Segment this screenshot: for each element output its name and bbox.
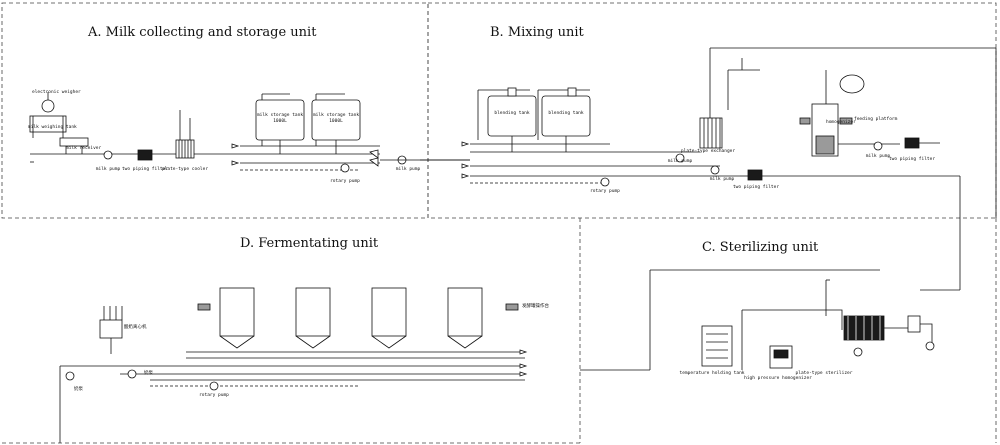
d-left-platform-icon — [197, 303, 211, 311]
unit-d-title: D. Fermentating unit — [240, 236, 379, 251]
label-rotary-pump-a: rotary pump — [330, 179, 360, 184]
label-plate-type-sterilizer: plate-type sterilizer — [795, 371, 853, 376]
milk-pump-b2-icon — [710, 165, 720, 175]
label-d-right: 发酵罐操作台 — [522, 304, 549, 309]
label-storage-tank-2-capacity: 1000L — [329, 119, 343, 124]
unit-b-equipment — [420, 47, 997, 290]
label-electronic-weigher: electronic weigher — [32, 90, 81, 95]
d-pump-2-icon — [65, 371, 75, 381]
unit-a-equipment — [29, 92, 470, 173]
balance-tank — [907, 315, 921, 333]
yogurt-centrifuge — [99, 319, 123, 339]
label-blending-tank-1: blending tank — [494, 111, 530, 116]
label-two-piping-filter-a: two piping filter — [121, 167, 169, 172]
feeding-platform-icon — [839, 117, 853, 125]
label-storage-tank-2: milk storage tank — [312, 113, 360, 118]
label-d-left: 酸奶离心机 — [124, 325, 147, 330]
label-milk-pump-b1: milk pump — [667, 159, 693, 164]
rotary-pump-a-icon — [340, 163, 350, 173]
unit-d-equipment — [59, 287, 528, 443]
fermentation-tanks — [219, 287, 483, 349]
hopper-icon — [839, 74, 865, 94]
temperature-holding-tank — [701, 325, 733, 367]
label-milk-weighing-tank: milk weighing tank — [28, 125, 77, 130]
label-two-piping-filter-b2: two piping filter — [888, 157, 936, 162]
fermentation-tank-1 — [219, 287, 255, 337]
milk-pump-b3-icon — [873, 141, 883, 151]
plate-type-exchanger — [699, 117, 723, 149]
milk-pump-a-icon — [103, 150, 113, 160]
label-homogenizer: homogenizer — [826, 120, 856, 125]
label-two-piping-filter-b: two piping filter — [732, 185, 780, 190]
label-feeding-platform: feeding platform — [854, 117, 898, 122]
label-milk-receiver: milk receiver — [66, 146, 102, 151]
label-rotary-pump-d: rotary pump — [199, 393, 229, 398]
unit-b-title: B. Mixing unit — [490, 25, 584, 40]
sterilizer-pump-icon — [853, 347, 863, 357]
fermentation-tank-3 — [371, 287, 407, 337]
label-milk-pump-a: milk pump — [95, 167, 121, 172]
two-piping-filter-b — [747, 169, 763, 181]
unit-a-title: A. Milk collecting and storage unit — [88, 25, 317, 40]
label-plate-type-cooler: plate-type cooler — [161, 167, 209, 172]
rotary-pump-b-icon — [600, 177, 610, 187]
milk-receiver — [59, 137, 89, 147]
unit-c-equipment — [580, 269, 960, 371]
milk-pump-b1-icon — [675, 153, 685, 163]
label-high-pressure-homogenizer: high pressure homogenizer — [744, 376, 812, 381]
label-milk-pump-ab: milk pump — [395, 167, 421, 172]
label-plate-type-exchanger: plate-type exchanger — [680, 149, 736, 154]
label-temperature-holding-tank: temperature holding tank — [679, 371, 745, 376]
fermentation-tank-4 — [447, 287, 483, 337]
two-piping-filter-b2 — [904, 137, 920, 149]
d-right-platform-icon — [505, 303, 519, 311]
weigher-gauge-icon — [41, 99, 55, 113]
label-blending-tank-2: blending tank — [548, 111, 584, 116]
label-milk-pump-b2: milk pump — [709, 177, 735, 182]
label-storage-tank-1: milk storage tank — [256, 113, 304, 118]
two-piping-filter-a — [137, 149, 153, 161]
label-milk-pump-b3: milk pump — [865, 154, 891, 159]
c-pump-icon — [925, 341, 935, 351]
label-rotary-pump-b: rotary pump — [590, 189, 620, 194]
milk-weighing-tank — [29, 115, 67, 133]
rotary-pump-d-icon — [209, 381, 219, 391]
label-d-pump-1: 奶泵 — [144, 371, 153, 376]
label-storage-tank-1-capacity: 1000L — [273, 119, 287, 124]
label-d-pump-2: 奶泵 — [74, 387, 83, 392]
d-pump-1-icon — [127, 369, 137, 379]
fermentation-tank-2 — [295, 287, 331, 337]
unit-c-title: C. Sterilizing unit — [702, 240, 819, 255]
